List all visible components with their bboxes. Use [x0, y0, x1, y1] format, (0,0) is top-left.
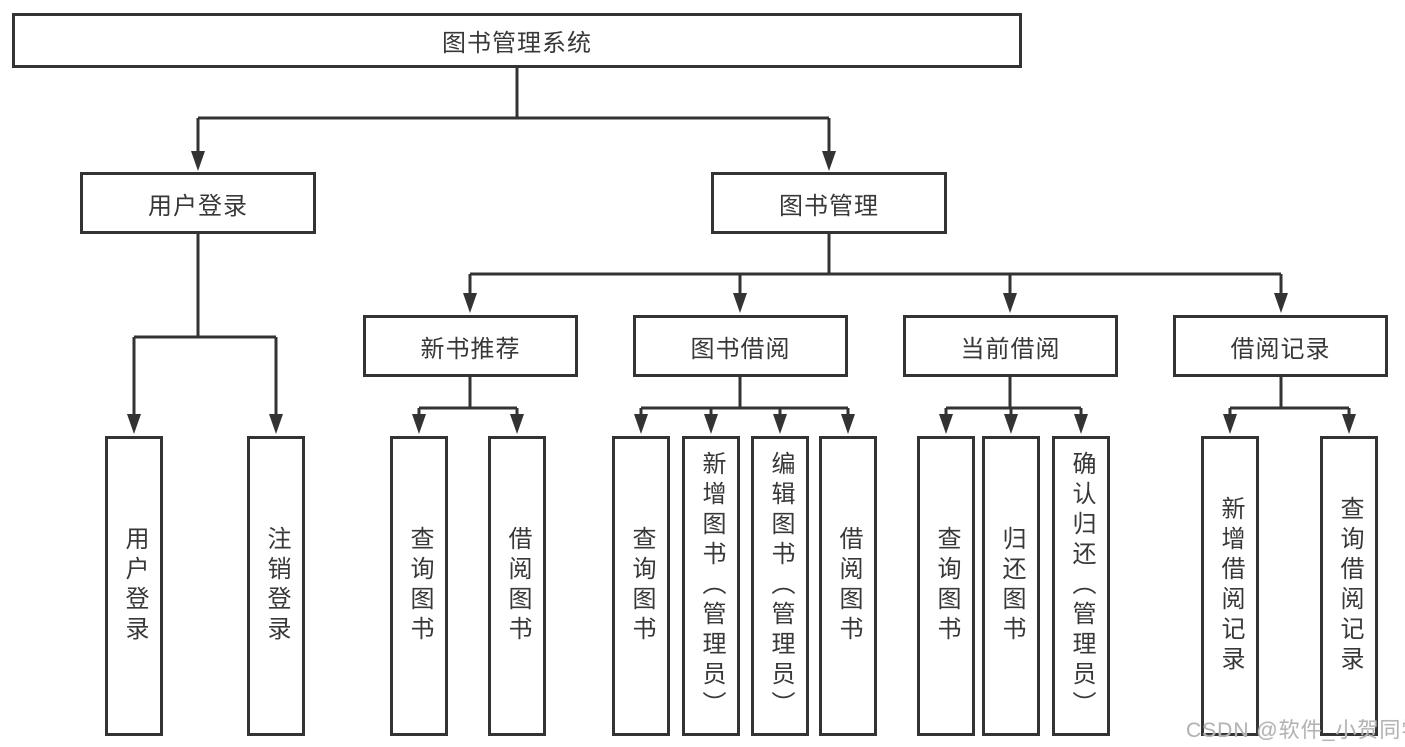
arrow-down-icon: [841, 414, 855, 434]
node-book-management: 图书管理: [711, 172, 947, 234]
leaf-logout: 注销登录: [247, 436, 305, 736]
node-book-management-label: 图书管理: [779, 192, 879, 220]
leaf-borrow-books-label: 借阅图书: [835, 526, 862, 646]
node-book-borrow-label: 图书借阅: [690, 335, 791, 363]
leaf-logout-label: 注销登录: [263, 526, 290, 646]
node-current-borrow-label: 当前借阅: [960, 335, 1061, 363]
leaf-return-books: 归还图书: [982, 436, 1040, 736]
leaf-query-books-current-label: 查询图书: [933, 526, 960, 646]
leaf-user-login-label: 用户登录: [121, 526, 148, 646]
leaf-borrow-books-recommend-label: 借阅图书: [504, 526, 531, 646]
arrow-down-icon: [1003, 293, 1017, 313]
node-root-label: 图书管理系统: [442, 30, 592, 57]
arrow-down-icon: [1004, 414, 1018, 434]
leaf-borrow-books-recommend: 借阅图书: [488, 436, 546, 736]
leaf-query-books-current: 查询图书: [917, 436, 975, 736]
leaf-add-books-admin: 新增图书（管理员）: [682, 436, 740, 736]
leaf-query-borrow-record-label: 查询借阅记录: [1336, 496, 1363, 676]
arrow-down-icon: [463, 293, 477, 313]
node-user-login-label: 用户登录: [148, 192, 248, 220]
leaf-confirm-return-admin: 确认归还（管理员）: [1052, 436, 1110, 736]
arrowhead-icons: [127, 151, 1356, 434]
node-book-borrow: 图书借阅: [633, 315, 848, 377]
leaf-borrow-books: 借阅图书: [819, 436, 877, 736]
node-borrow-records: 借阅记录: [1173, 315, 1388, 377]
node-borrow-records-label: 借阅记录: [1230, 335, 1331, 363]
arrow-down-icon: [773, 414, 787, 434]
leaf-edit-books-admin: 编辑图书（管理员）: [751, 436, 809, 736]
arrow-down-icon: [822, 151, 836, 171]
arrow-down-icon: [191, 151, 205, 171]
leaf-query-borrow-record: 查询借阅记录: [1320, 436, 1378, 736]
arrow-down-icon: [269, 414, 283, 434]
csdn-watermark: CSDN @软件_小贺同学: [1186, 719, 1405, 742]
leaf-query-books-borrow-label: 查询图书: [628, 526, 655, 646]
node-user-login: 用户登录: [80, 172, 316, 234]
leaf-return-books-label: 归还图书: [998, 526, 1025, 646]
arrow-down-icon: [1274, 293, 1288, 313]
leaf-add-borrow-record: 新增借阅记录: [1201, 436, 1259, 736]
arrow-down-icon: [127, 414, 141, 434]
node-new-book-recommend: 新书推荐: [363, 315, 578, 377]
leaf-query-books-borrow: 查询图书: [612, 436, 670, 736]
arrow-down-icon: [733, 293, 747, 313]
node-new-book-recommend-label: 新书推荐: [420, 335, 521, 363]
arrow-down-icon: [939, 414, 953, 434]
arrow-down-icon: [412, 414, 426, 434]
leaf-add-books-admin-label: 新增图书（管理员）: [698, 451, 725, 721]
connector-lines: [132, 68, 1351, 418]
arrow-down-icon: [1342, 414, 1356, 434]
arrow-down-icon: [1223, 414, 1237, 434]
node-root: 图书管理系统: [12, 13, 1022, 68]
node-current-borrow: 当前借阅: [903, 315, 1118, 377]
arrow-down-icon: [704, 414, 718, 434]
arrow-down-icon: [634, 414, 648, 434]
arrow-down-icon: [510, 414, 524, 434]
leaf-query-books-recommend-label: 查询图书: [406, 526, 433, 646]
leaf-add-borrow-record-label: 新增借阅记录: [1217, 496, 1244, 676]
arrow-down-icon: [1074, 414, 1088, 434]
leaf-query-books-recommend: 查询图书: [390, 436, 448, 736]
leaf-edit-books-admin-label: 编辑图书（管理员）: [767, 451, 794, 721]
leaf-confirm-return-admin-label: 确认归还（管理员）: [1068, 451, 1095, 721]
leaf-user-login: 用户登录: [105, 436, 163, 736]
